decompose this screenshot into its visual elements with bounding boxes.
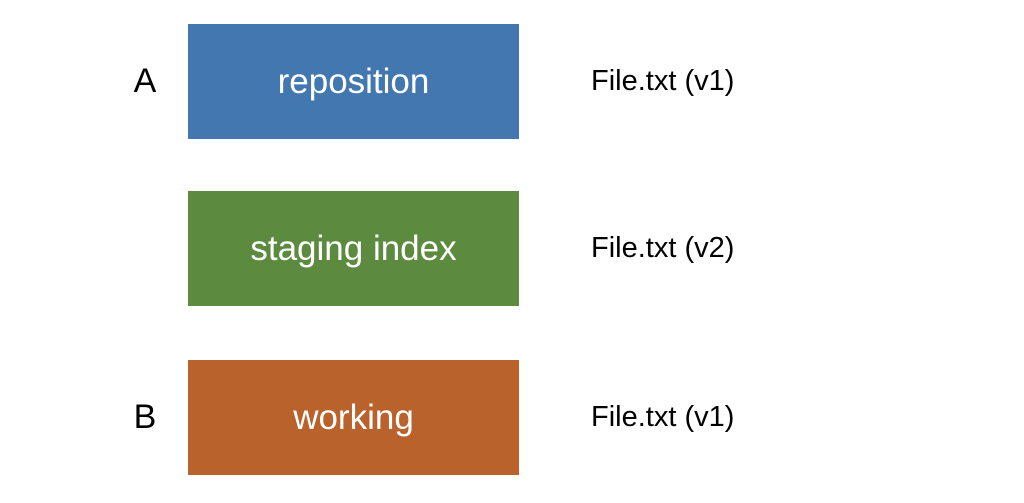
- staging-index-file-version-label: File.txt (v2): [591, 232, 735, 264]
- reposition-box-label: reposition: [277, 61, 430, 101]
- working-box: working: [188, 360, 519, 475]
- label-b: B: [133, 398, 157, 436]
- staging-index-box-label: staging index: [250, 228, 457, 268]
- staging-index-box: staging index: [188, 191, 519, 306]
- working-file-version-label: File.txt (v1): [591, 401, 735, 433]
- reposition-box: reposition: [188, 24, 519, 139]
- label-a: A: [133, 62, 157, 100]
- working-box-label: working: [293, 397, 414, 437]
- reposition-file-version-label: File.txt (v1): [591, 65, 735, 97]
